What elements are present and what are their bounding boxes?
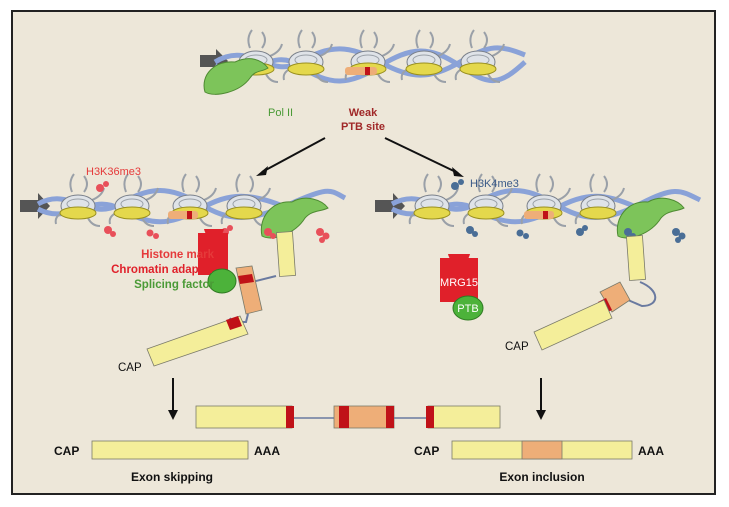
nucleosome xyxy=(282,29,333,83)
down-arrows xyxy=(168,378,546,420)
nucleosome xyxy=(108,173,159,227)
arrow-icon xyxy=(375,193,405,219)
exon-skipping-label: Exon skipping xyxy=(131,470,213,484)
pol2-shape xyxy=(616,197,685,239)
left-chromatin-fiber xyxy=(20,173,347,243)
top-chromatin-fiber xyxy=(200,29,527,95)
right-chromatin-fiber xyxy=(375,173,702,243)
nucleosome xyxy=(454,29,505,83)
h3k36me3-label: H3K36me3 xyxy=(86,166,141,178)
left-adaptor-complex xyxy=(198,229,237,294)
pol2-shape xyxy=(260,197,329,239)
skipped-mrna xyxy=(91,440,249,460)
pol2-label: Pol II xyxy=(268,107,293,119)
weak-label: Weak xyxy=(349,107,378,119)
cap-label: CAP xyxy=(118,362,142,374)
pre-mrna xyxy=(195,405,501,429)
cap-label: CAP xyxy=(505,341,529,353)
exon-inclusion-label: Exon inclusion xyxy=(499,470,584,484)
ptb-site-label: PTB site xyxy=(341,121,385,133)
cap-label: CAP xyxy=(414,444,439,458)
splicing-factor-shape xyxy=(207,268,237,294)
cap-label: CAP xyxy=(54,444,79,458)
histone-mark-label: Histone mark xyxy=(141,249,214,261)
left-nascent-rna xyxy=(146,231,296,367)
pol2-shape xyxy=(203,58,269,95)
aaa-label: AAA xyxy=(254,444,280,458)
ptb-label: PTB xyxy=(457,303,478,315)
arrow-icon xyxy=(20,193,50,219)
splicing-factor-label: Splicing factor xyxy=(134,279,214,291)
included-mrna xyxy=(451,440,633,460)
h3k4me3-label: H3K4me3 xyxy=(470,178,519,190)
right-nascent-rna xyxy=(533,235,657,351)
diverging-arrows xyxy=(256,137,464,177)
chromatin-adaptor-label: Chromatin adaptor xyxy=(111,264,214,276)
mrg15-label: MRG15 xyxy=(440,277,478,289)
aaa-label: AAA xyxy=(638,444,664,458)
right-adaptor-complex xyxy=(440,254,484,321)
ptb-shape xyxy=(452,295,484,321)
